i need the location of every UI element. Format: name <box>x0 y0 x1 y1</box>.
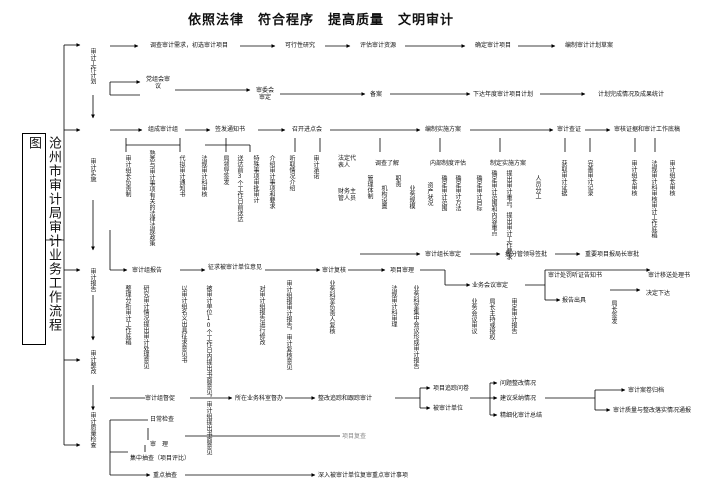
report-item: 业务科室集中会议形成审计报告 <box>412 285 419 369</box>
report-item: 局长主持或授权 <box>488 298 495 340</box>
rectify-step: 审计案卷归档 <box>628 387 665 394</box>
impl-item: 熟悉与审计事项有关的法律法规政策 <box>148 150 155 246</box>
plan-step: 计划完成情况及成果统计 <box>598 91 665 98</box>
impl-survey: 内部制度评估 <box>430 160 467 167</box>
impl-survey-item: 确定审计方法 <box>454 175 461 211</box>
report-step: 业务会议审定 <box>472 282 509 289</box>
impl-item: 局领导签发 <box>222 155 229 185</box>
quality-step: 项目复查 <box>342 433 367 440</box>
report-item: 整理分析审计工作底稿 <box>124 285 131 345</box>
plan-step: 下达年度审计项目计划 <box>473 91 534 98</box>
quality-step: 重点抽查 <box>153 472 178 479</box>
plan-step: 备案 <box>370 91 383 98</box>
rectify-step: 项目追踪问卷 <box>433 385 470 392</box>
impl-survey-item: 职责 <box>394 175 401 187</box>
report-step: 审计组报告 <box>132 267 163 274</box>
report-item: 对审计组报告进行修改 <box>258 285 265 345</box>
plan-step: 党组会审议 <box>145 76 170 90</box>
impl-survey-item: 业务规模 <box>408 185 415 209</box>
report-item: 局长签发 <box>610 300 617 324</box>
report-item: 法规审计科审理 <box>390 285 397 327</box>
report-item: 被审计单位10个工作日内提出书面意见，审计组提出书面意见 <box>205 285 212 455</box>
impl-approval: 重要项目报局长审批 <box>585 251 640 258</box>
impl-header: 组成审计组 <box>148 126 179 133</box>
quality-step: 集中抽查（项目评比） <box>130 455 191 462</box>
quality-step: 日常检查 <box>150 416 175 423</box>
phase-implement: 审计实施 <box>89 158 96 182</box>
impl-header: 编制实施方案 <box>425 126 462 133</box>
impl-survey-item: 确定审计范围和内容重点 <box>490 170 497 236</box>
impl-survey-item: 确定审计目标 <box>475 175 482 211</box>
impl-survey-item: 人员分工 <box>534 175 541 199</box>
rectify-step: 审计组督促 <box>145 395 176 402</box>
impl-item: 送达前3个工作日前送达 <box>236 155 243 222</box>
impl-survey-item: 确定审计范围 <box>440 175 447 211</box>
impl-party: 财务主管人员 <box>338 188 357 202</box>
main-label-box: 沧州市审计局审计业务工作流程图 <box>22 133 61 345</box>
report-item: 业务科室负责人复核 <box>328 280 335 334</box>
report-item: 审定审计报告 <box>510 298 517 334</box>
report-item: 研究审计情况提出审计处理意见 <box>142 285 149 369</box>
impl-survey-item: 管理体制 <box>366 175 373 199</box>
impl-survey: 制定实施方案 <box>490 160 527 167</box>
impl-check: 审计组长审核 <box>630 160 637 196</box>
impl-header: 召开进点会 <box>292 126 323 133</box>
page-title: 依照法律 符合程序 提高质量 文明审计 <box>188 13 455 28</box>
phase-plan: 审计工作计划 <box>89 48 96 84</box>
impl-review: 审计组长审核 <box>668 160 675 196</box>
report-step: 报告出具 <box>562 297 587 304</box>
report-step: 决定下达 <box>646 290 671 297</box>
quality-step: 深入被审计单位复审重点审计事项 <box>318 472 409 479</box>
connector-lines <box>46 43 656 477</box>
impl-item: 介绍审计事项和要求 <box>268 155 275 209</box>
phase-quality: 审计质量检查 <box>89 412 96 448</box>
impl-header: 审核证据和审计工作底稿 <box>614 126 681 133</box>
impl-survey-item: 提出审计重点，提出审计工作要求 <box>505 170 512 260</box>
impl-approval: 报分管领导签批 <box>505 251 548 258</box>
impl-review: 法规审计科审核审计工作底稿 <box>650 160 657 238</box>
impl-item: 代拟审计通知书 <box>178 155 185 197</box>
impl-survey-item: 机构设置 <box>380 185 387 209</box>
impl-header: 签发通知书 <box>215 126 246 133</box>
impl-header: 审计查证 <box>557 126 582 133</box>
plan-step: 编制审计计划草案 <box>565 42 614 49</box>
report-item: 以审计组名义出具征求意见书 <box>180 285 187 363</box>
rectify-step: 整改追踪和跟踪审计 <box>318 395 373 402</box>
plan-step: 确定审计项目 <box>475 42 512 49</box>
report-step: 征求被审计单位意见 <box>208 264 263 271</box>
rectify-step: 建议采纳情况 <box>500 395 537 402</box>
plan-step: 审委会审定 <box>255 87 274 101</box>
report-item: 审计组报审计报告，审计复核意见 <box>285 280 292 370</box>
report-step: 审计复核 <box>322 267 347 274</box>
report-step: 审计处罚听证告知书 <box>548 272 603 279</box>
plan-step: 可行性研究 <box>285 42 316 49</box>
impl-survey: 调查了解 <box>375 160 400 167</box>
impl-item: 审计组长负责制 <box>124 155 131 197</box>
rectify-step: 精细化审计总结 <box>500 412 543 419</box>
rectify-step: 问题整改情况 <box>500 380 537 387</box>
phase-rectify: 审计整改 <box>89 350 96 374</box>
rectify-step: 所在业务科室督办 <box>235 395 284 402</box>
plan-step: 评估审计资源 <box>360 42 397 49</box>
quality-step: 审 理 <box>150 441 169 448</box>
rectify-step: 被审计单位 <box>433 405 464 412</box>
report-step: 审计移送处理书 <box>648 272 691 279</box>
impl-survey-item: 资产状况 <box>426 182 433 206</box>
report-step: 项目审理 <box>390 267 415 274</box>
rectify-step: 审计质量与整改落实情况通报 <box>613 407 692 414</box>
impl-check: 获取审计证据 <box>560 160 567 196</box>
impl-approval: 审计组长审定 <box>425 251 462 258</box>
impl-item: 听取情况介绍 <box>288 155 295 191</box>
main-label: 沧州市审计局审计业务工作流程图 <box>26 136 61 332</box>
impl-item: 特殊事项审批审计 <box>252 155 259 203</box>
impl-check: 完善审计记录 <box>586 160 593 196</box>
impl-item: 法规审计科审核 <box>200 155 207 197</box>
plan-step: 调查审计需求，初选审计项目 <box>150 42 229 49</box>
report-item: 业务会议审议 <box>470 298 477 334</box>
impl-item: 审计承诺 <box>312 155 319 179</box>
impl-party: 法定代表人 <box>338 155 357 169</box>
phase-report: 审计报告 <box>89 268 96 292</box>
